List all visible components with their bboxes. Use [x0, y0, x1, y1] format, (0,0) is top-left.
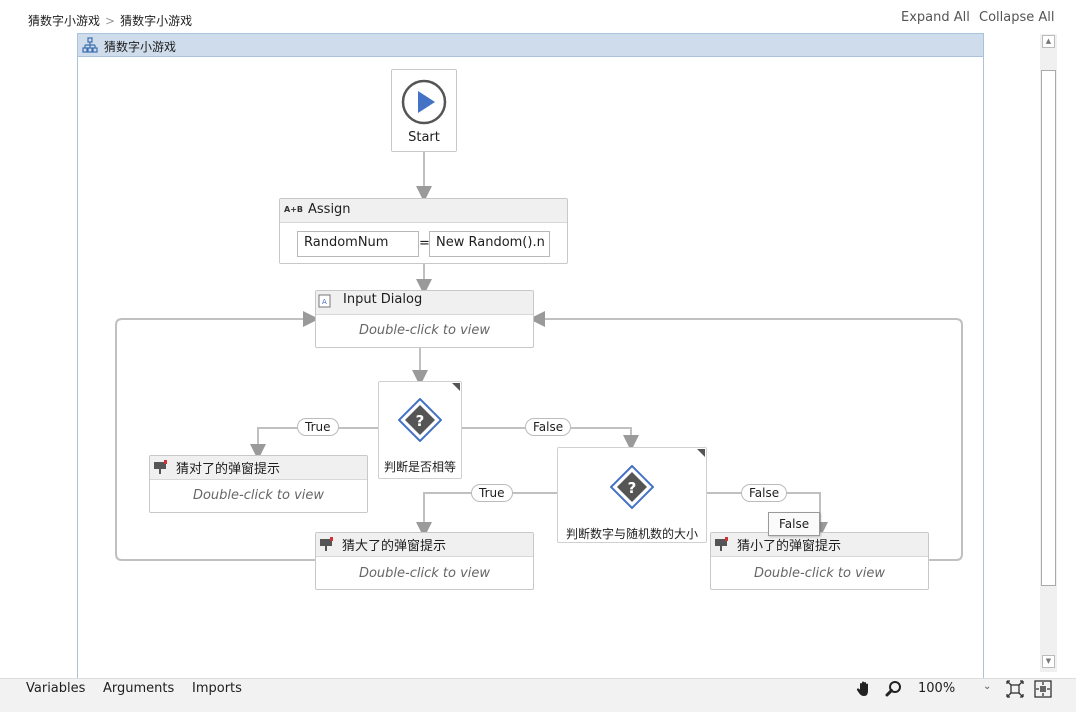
- message-box-icon: [715, 537, 728, 551]
- scrollbar-thumb[interactable]: [1041, 70, 1056, 586]
- message-box-icon: [154, 460, 167, 474]
- assign-icon: A+B: [284, 205, 303, 214]
- assign-equals: =: [419, 236, 430, 251]
- fit-to-screen-icon[interactable]: [1006, 680, 1024, 698]
- bottom-bar: [0, 678, 1076, 712]
- chevron-down-icon[interactable]: ⌄: [983, 681, 992, 692]
- msg-smaller-hint: Double-click to view: [753, 566, 886, 581]
- decision-compare-corner-icon: [697, 449, 705, 457]
- svg-text:A: A: [322, 298, 327, 306]
- tab-imports[interactable]: Imports: [192, 681, 242, 696]
- input-dialog-header: [316, 291, 533, 315]
- connector-loop-left: [115, 311, 319, 561]
- decision-question-icon: ?: [398, 398, 442, 442]
- pan-hand-icon[interactable]: [855, 680, 873, 698]
- msg-smaller-activity[interactable]: [710, 532, 929, 590]
- decision-compare-true-label[interactable]: True: [471, 484, 513, 502]
- breadcrumb-separator-icon: >: [105, 14, 116, 28]
- flowchart-icon: [82, 37, 98, 53]
- msg-bigger-title: 猜大了的弹窗提示: [342, 539, 447, 554]
- msg-correct-hint: Double-click to view: [192, 488, 325, 503]
- message-box-icon: [320, 537, 333, 551]
- breadcrumb: 猜数字小游戏 > 猜数字小游戏: [28, 12, 192, 29]
- decision-equal-corner-icon: [452, 383, 460, 391]
- assign-title: Assign: [308, 202, 351, 217]
- expand-all-button[interactable]: Expand All: [901, 10, 970, 25]
- play-icon: [401, 79, 447, 125]
- dialog-icon: A: [318, 294, 331, 308]
- connector-decision2-true: [416, 492, 557, 538]
- flowchart-header[interactable]: [77, 33, 984, 57]
- decision-equal-label: 判断是否相等: [383, 460, 456, 474]
- scroll-down-arrow-icon[interactable]: ▼: [1042, 655, 1055, 668]
- decision-question-icon: ?: [610, 465, 654, 509]
- decision-equal-true-label[interactable]: True: [297, 418, 339, 436]
- overview-map-icon[interactable]: [1034, 680, 1052, 698]
- flowchart-title: 猜数字小游戏: [104, 40, 177, 54]
- start-label: Start: [408, 130, 440, 145]
- connector-loop-right: [529, 311, 963, 561]
- msg-correct-title: 猜对了的弹窗提示: [176, 462, 281, 477]
- msg-smaller-title: 猜小了的弹窗提示: [737, 539, 842, 554]
- msg-bigger-hint: Double-click to view: [358, 566, 491, 581]
- scroll-up-arrow-icon[interactable]: ▲: [1042, 35, 1055, 48]
- connector-decision1-false: [462, 427, 639, 451]
- decision-compare-label: 判断数字与随机数的大小: [565, 527, 698, 541]
- zoom-level-select[interactable]: 100%: [918, 681, 956, 696]
- tab-variables[interactable]: Variables: [26, 681, 86, 696]
- assign-value-field[interactable]: New Random().n: [429, 231, 550, 257]
- tab-arguments[interactable]: Arguments: [103, 681, 175, 696]
- assign-target-field[interactable]: RandomNum: [297, 231, 419, 257]
- breadcrumb-item-root[interactable]: 猜数字小游戏: [28, 14, 101, 28]
- breadcrumb-item-current[interactable]: 猜数字小游戏: [120, 14, 193, 28]
- input-dialog-title: Input Dialog: [343, 292, 423, 307]
- msg-bigger-header: [316, 533, 533, 557]
- collapse-all-button[interactable]: Collapse All: [979, 10, 1055, 25]
- decision-equal-false-label[interactable]: False: [525, 418, 572, 436]
- msg-correct-header: [150, 456, 367, 480]
- connector-tooltip: False: [768, 512, 821, 536]
- assign-header: [280, 199, 567, 223]
- msg-correct-activity[interactable]: [149, 455, 368, 513]
- svg-text:?: ?: [416, 412, 425, 430]
- decision-compare-false-label[interactable]: False: [741, 484, 788, 502]
- zoom-magnifier-icon[interactable]: [885, 680, 903, 698]
- input-dialog-activity[interactable]: [315, 290, 534, 348]
- input-dialog-hint: Double-click to view: [358, 323, 491, 338]
- top-bar: [0, 0, 1076, 32]
- msg-bigger-activity[interactable]: [315, 532, 534, 590]
- svg-text:?: ?: [628, 479, 637, 497]
- msg-smaller-header: [711, 533, 928, 557]
